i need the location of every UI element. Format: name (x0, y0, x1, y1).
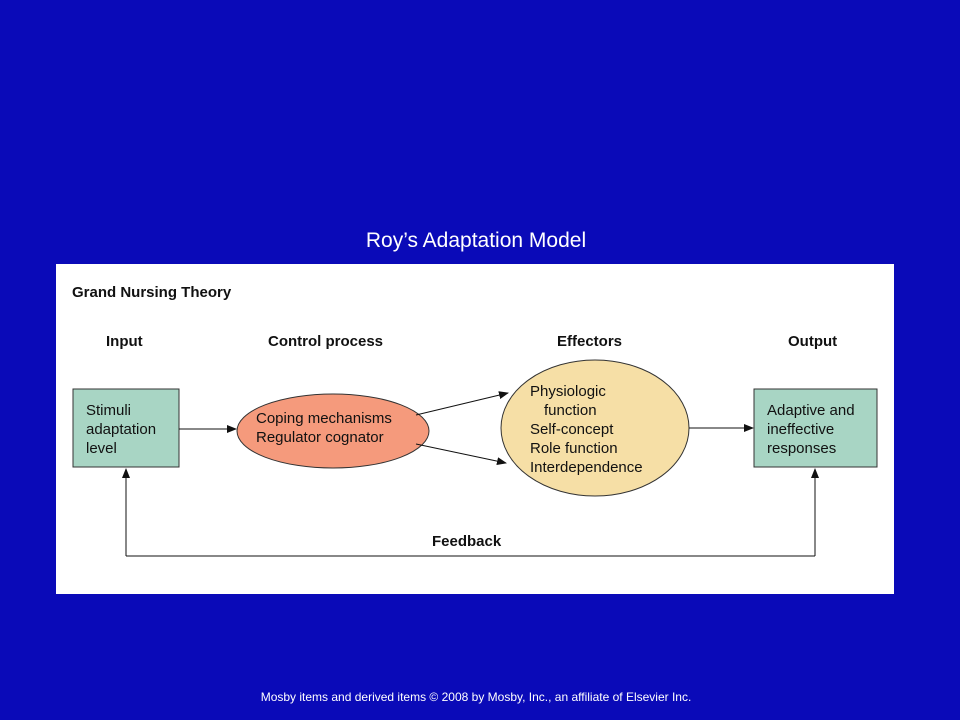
input-line: adaptation (86, 421, 157, 438)
output-line: ineffective (767, 421, 835, 438)
output-box (753, 388, 878, 468)
effectors-line: Role function (530, 440, 618, 457)
effectors-line: Self-concept (530, 421, 614, 438)
feedback-label: Feedback (432, 533, 502, 550)
arrow-control-to-effectors-upper (415, 391, 509, 416)
diagram-heading: Grand Nursing Theory (72, 284, 232, 301)
column-label-control: Control process (268, 333, 384, 350)
input-box (72, 388, 180, 468)
copyright-footer: Mosby items and derived items © 2008 by … (260, 690, 692, 704)
effectors-ellipse-text: Physiologic function Self-concept Role f… (530, 382, 643, 477)
column-label-effectors: Effectors (557, 333, 623, 350)
input-box-text: Stimuli adaptation level (86, 401, 156, 458)
diagram-canvas (72, 359, 878, 557)
control-line: Coping mechanisms (256, 410, 392, 427)
control-ellipse-text: Coping mechanisms Regulator cognator (256, 409, 392, 447)
control-process-ellipse (236, 393, 430, 469)
effectors-line: Interdependence (530, 459, 643, 476)
input-line: Stimuli (86, 402, 132, 419)
slide-title: Roy’s Adaptation Model (365, 229, 587, 252)
output-line: Adaptive and (767, 402, 855, 419)
diagram-panel: Grand Nursing Theory Input Control proce… (56, 264, 894, 594)
effectors-line: function (544, 402, 597, 419)
output-line: responses (767, 440, 837, 457)
effectors-line: Physiologic (530, 383, 606, 400)
arrow-control-to-effectors-lower (415, 443, 507, 466)
column-label-input: Input (106, 333, 143, 350)
input-line: level (86, 440, 117, 457)
column-label-output: Output (788, 333, 838, 350)
control-line: Regulator cognator (256, 429, 384, 446)
output-box-text: Adaptive and ineffective responses (767, 401, 855, 458)
